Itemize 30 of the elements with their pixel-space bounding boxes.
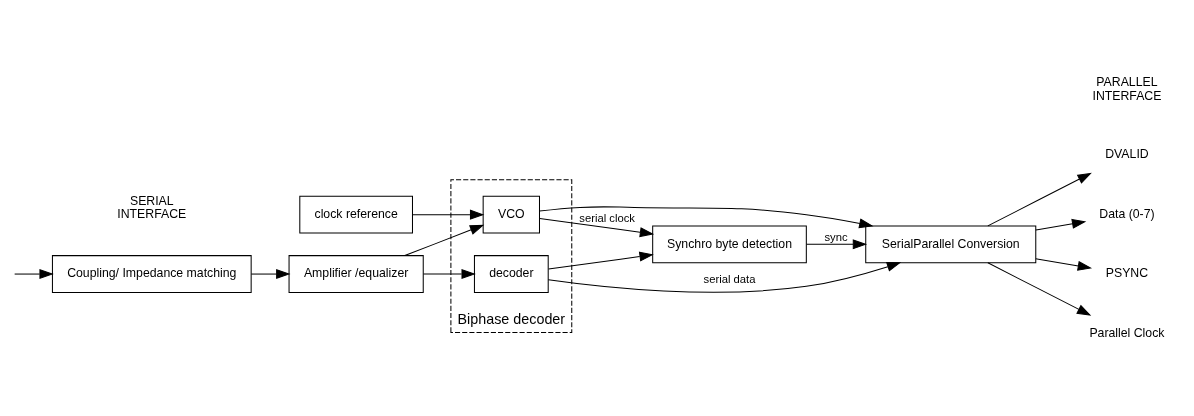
node-text: DVALID (1105, 146, 1149, 161)
node-text: Parallel Clock (1089, 325, 1165, 340)
arrow (987, 261, 1092, 316)
arrow (539, 217, 655, 237)
arrow (547, 261, 902, 293)
arrow (250, 268, 291, 279)
arrow (1035, 257, 1093, 271)
edge-label: sync (824, 230, 848, 243)
label: PARALLEL INTERFACE (1092, 74, 1162, 103)
node-box: clock reference (299, 195, 413, 234)
arrow (548, 251, 654, 270)
node-box: VCO (482, 195, 540, 234)
arrow (1035, 218, 1087, 231)
node-text: Data (0-7) (1099, 206, 1155, 221)
arrow (539, 205, 874, 228)
node-text: PSYNC (1105, 265, 1149, 280)
node-box: decoder (473, 254, 549, 293)
label: SERIAL INTERFACE (117, 193, 187, 221)
arrow (422, 268, 476, 279)
node-box: Synchro byte detection (652, 224, 807, 263)
arrow (412, 209, 485, 220)
arrow (14, 268, 54, 279)
node-box: Coupling/ Impedance matching (51, 254, 252, 293)
node-box: SerialParallel Conversion (865, 224, 1037, 263)
arrow (404, 224, 485, 256)
arrow (806, 238, 868, 249)
node-box: Amplifier /equalizer (288, 254, 424, 293)
edge-label: serial data (703, 272, 756, 285)
arrow (987, 172, 1092, 226)
edge-label: serial clock (579, 211, 635, 224)
